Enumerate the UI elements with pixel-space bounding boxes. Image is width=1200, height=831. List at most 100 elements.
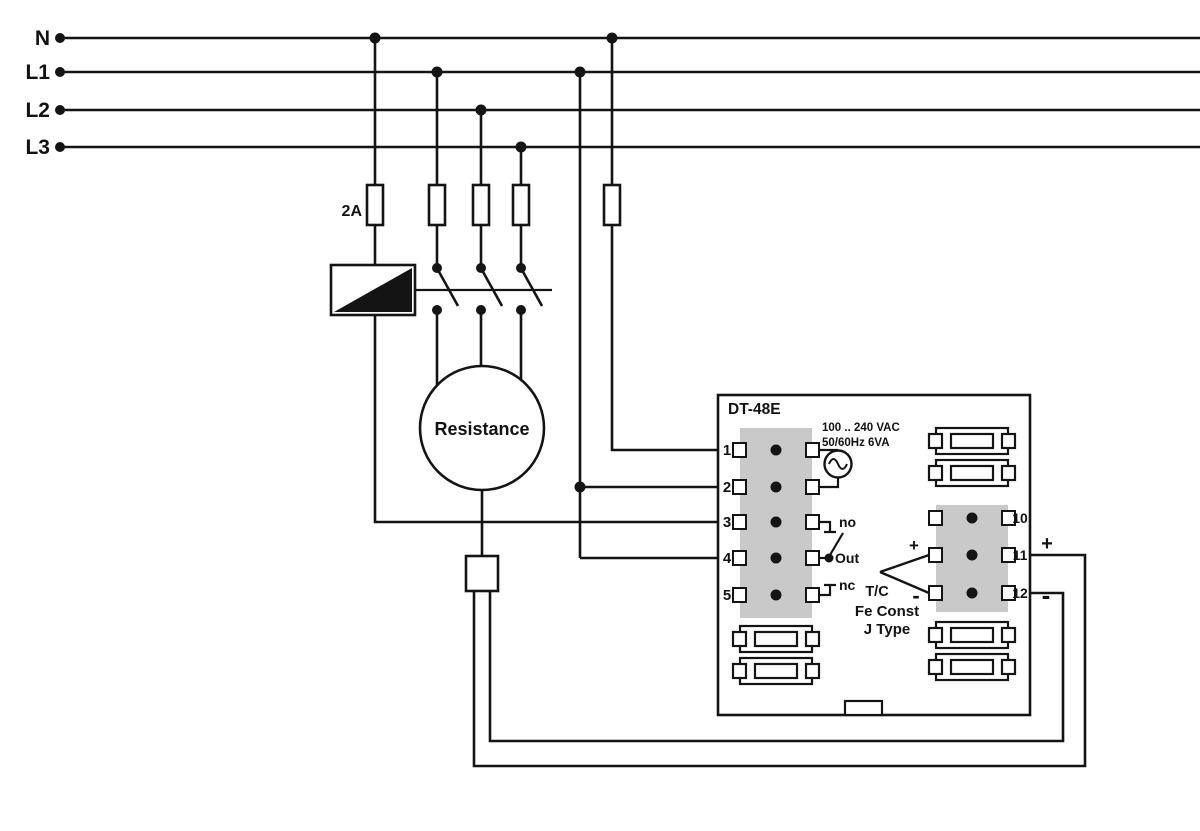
terminal-tab [1001, 585, 1016, 601]
slot-tab [804, 662, 821, 680]
rail-l3-dot [55, 142, 65, 152]
contactor [329, 263, 552, 317]
thermocouple-icon [879, 553, 930, 595]
relay-out-dot [824, 553, 834, 563]
contact-dot [516, 263, 526, 273]
right-block-screws [966, 512, 978, 599]
terminal-screw [770, 589, 782, 601]
right-terminal-block: 10 11 12 [927, 426, 1028, 682]
thermocouple-probe [464, 554, 500, 593]
terminal-tab [805, 479, 820, 495]
wire-supply-fuse-to-terminal1 [610, 224, 718, 452]
terminal-tab [732, 514, 747, 530]
junction-dot [574, 481, 586, 493]
relay-out-label: Out [835, 550, 859, 566]
rail-l3-label: L3 [25, 136, 50, 159]
junction-dot [515, 141, 527, 153]
junction-dot [475, 104, 487, 116]
ac-supply: 100 .. 240 VAC 50/60Hz 6VA [819, 422, 900, 489]
contact-dot [516, 305, 526, 315]
fuse-supply-icon [602, 183, 622, 227]
feeder-wires [373, 38, 718, 560]
supply-rating-line1: 100 .. 240 VAC [822, 422, 900, 434]
contact-dot [432, 263, 442, 273]
terminal-tab [928, 510, 943, 526]
rail-n-dot [55, 33, 65, 43]
terminal-tab [928, 547, 943, 563]
left-block-tabs [732, 442, 820, 603]
terminal-tab [928, 585, 943, 601]
rail-l1-label: L1 [25, 61, 50, 84]
terminal-number-3: 3 [723, 514, 731, 531]
contactor-blade-2 [480, 269, 504, 307]
fuse-2a-icon [365, 183, 385, 227]
terminal-tab [805, 587, 820, 603]
external-minus-label: - [1042, 580, 1051, 610]
contactor-coil-triangle [334, 268, 412, 312]
contactor-contact-dots [432, 263, 526, 315]
left-terminal-block: 1 2 3 4 5 [723, 428, 821, 686]
relay-no-contact [819, 520, 836, 534]
wire-terminal2-to-ac [819, 478, 840, 489]
controller-model-label: DT-48E [728, 401, 781, 418]
wire-coil-to-terminal3 [373, 314, 718, 524]
contactor-blades [436, 269, 544, 307]
fuses [365, 183, 622, 227]
relay-nc-contact [819, 583, 836, 597]
terminal-tab [732, 587, 747, 603]
terminal-number-2: 2 [723, 479, 731, 496]
right-terminal-numbers: 10 11 12 [1012, 510, 1028, 601]
slot-tab [804, 630, 821, 648]
empty-slot-inner [753, 630, 799, 648]
controller: DT-48E 1 2 3 4 [716, 393, 1032, 717]
mounting-tab [843, 699, 884, 717]
slot-tab [1000, 626, 1017, 644]
junction-dot [574, 66, 586, 78]
terminal-tab [805, 514, 820, 530]
terminal-screw [770, 481, 782, 493]
sine-wave-icon [828, 458, 848, 470]
contact-dot [476, 305, 486, 315]
contactor-blade-3 [520, 269, 544, 307]
right-empty-slots-bottom [927, 620, 1017, 682]
junction-dot [431, 66, 443, 78]
empty-slot-inner [949, 626, 995, 644]
slot-tab [927, 464, 944, 482]
supply-rating-line2: 50/60Hz 6VA [822, 437, 890, 449]
rail-labels: N L1 L2 L3 [25, 27, 50, 159]
fuse-rating-label: 2A [342, 203, 363, 220]
tc-minus-label: - [912, 583, 919, 608]
slot-tab [927, 658, 944, 676]
slot-tab [1000, 464, 1017, 482]
relay-blade [829, 532, 844, 556]
right-empty-slots-top [927, 426, 1017, 488]
terminal-tab [805, 442, 820, 458]
terminal-tab [732, 442, 747, 458]
external-plus-label: + [1041, 533, 1053, 555]
rail-n-label: N [35, 27, 50, 50]
terminal-screw [966, 512, 978, 524]
resistance-label: Resistance [434, 419, 529, 439]
rail-start-dots [55, 33, 65, 152]
slot-tab [1000, 658, 1017, 676]
junction-dot [369, 32, 381, 44]
terminal-tab [732, 479, 747, 495]
resistance-load: Resistance [418, 364, 546, 593]
terminal-number-10: 10 [1012, 510, 1028, 526]
terminal-tab [805, 550, 820, 566]
terminal-tab [1001, 510, 1016, 526]
terminal-number-4: 4 [723, 550, 732, 567]
empty-slot-inner [949, 432, 995, 450]
sensor-type-line2: J Type [864, 621, 910, 638]
wire-tc-minus [488, 591, 1065, 743]
terminal-number-12: 12 [1012, 585, 1028, 601]
right-block-tabs [928, 510, 1016, 601]
relay-contact-lines [819, 520, 844, 597]
terminal-screw [966, 549, 978, 561]
empty-slot-inner [949, 658, 995, 676]
terminal-screw [966, 587, 978, 599]
fuse-l1-icon [427, 183, 447, 227]
tc-wire-plus [879, 553, 930, 574]
left-empty-slots [731, 624, 821, 686]
contact-dot [476, 263, 486, 273]
